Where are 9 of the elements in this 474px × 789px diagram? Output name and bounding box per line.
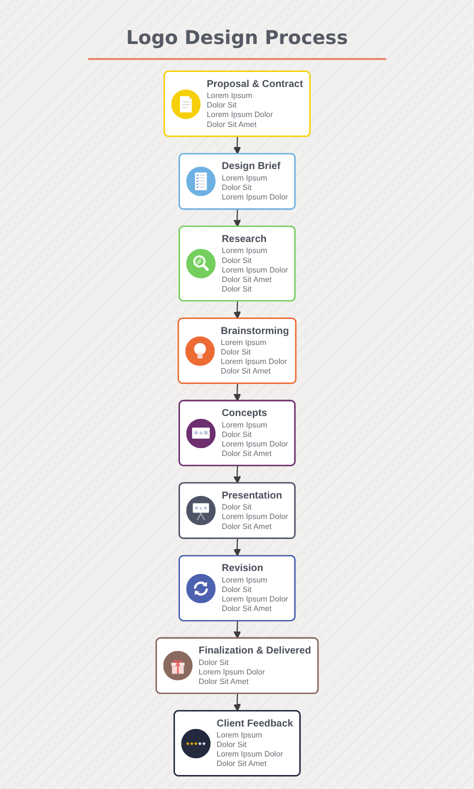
- arrow: [233, 621, 241, 639]
- arrow: [233, 136, 241, 154]
- diagram-title: Logo Design Process: [126, 26, 348, 50]
- arrow: [233, 466, 241, 484]
- arrow: [233, 384, 241, 402]
- arrow: [233, 209, 241, 228]
- arrow: [233, 301, 241, 319]
- arrow: [233, 538, 241, 556]
- arrow: [233, 694, 241, 712]
